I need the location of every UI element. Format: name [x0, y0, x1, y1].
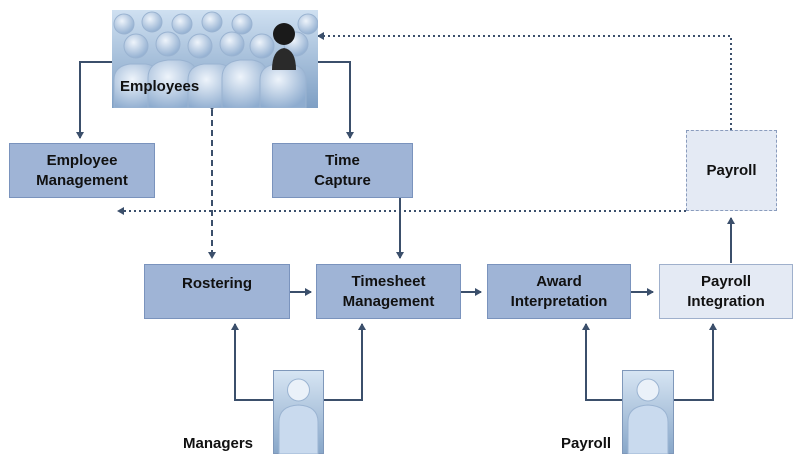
node-time-capture: Time Capture: [272, 143, 413, 198]
node-employees: Employees: [120, 78, 200, 95]
arrow-payroll-user-to-award: [582, 323, 622, 401]
person-icon: [622, 370, 674, 454]
label-managers: Managers: [183, 435, 254, 452]
arrow-payroll-user-to-payroll-integration: [674, 323, 717, 401]
person-icon: [273, 370, 324, 454]
arrow-payroll-to-employees: [317, 32, 732, 130]
arrow-employees-to-time-capture: [318, 61, 354, 139]
node-payroll-integration: Payroll Integration: [659, 264, 793, 319]
arrow-managers-to-timesheet: [324, 323, 366, 401]
node-employee-management: Employee Management: [9, 143, 155, 198]
node-payroll: Payroll: [686, 130, 777, 211]
arrow-employees-to-employee-management: [76, 61, 112, 139]
node-timesheet-management: Timesheet Management: [316, 264, 461, 319]
node-award-interpretation: Award Interpretation: [487, 264, 631, 319]
node-rostering: Rostering: [144, 264, 290, 319]
arrow-managers-to-rostering: [231, 323, 273, 401]
crowd-icon: [112, 10, 318, 108]
label-payroll-user: Payroll: [561, 435, 612, 452]
